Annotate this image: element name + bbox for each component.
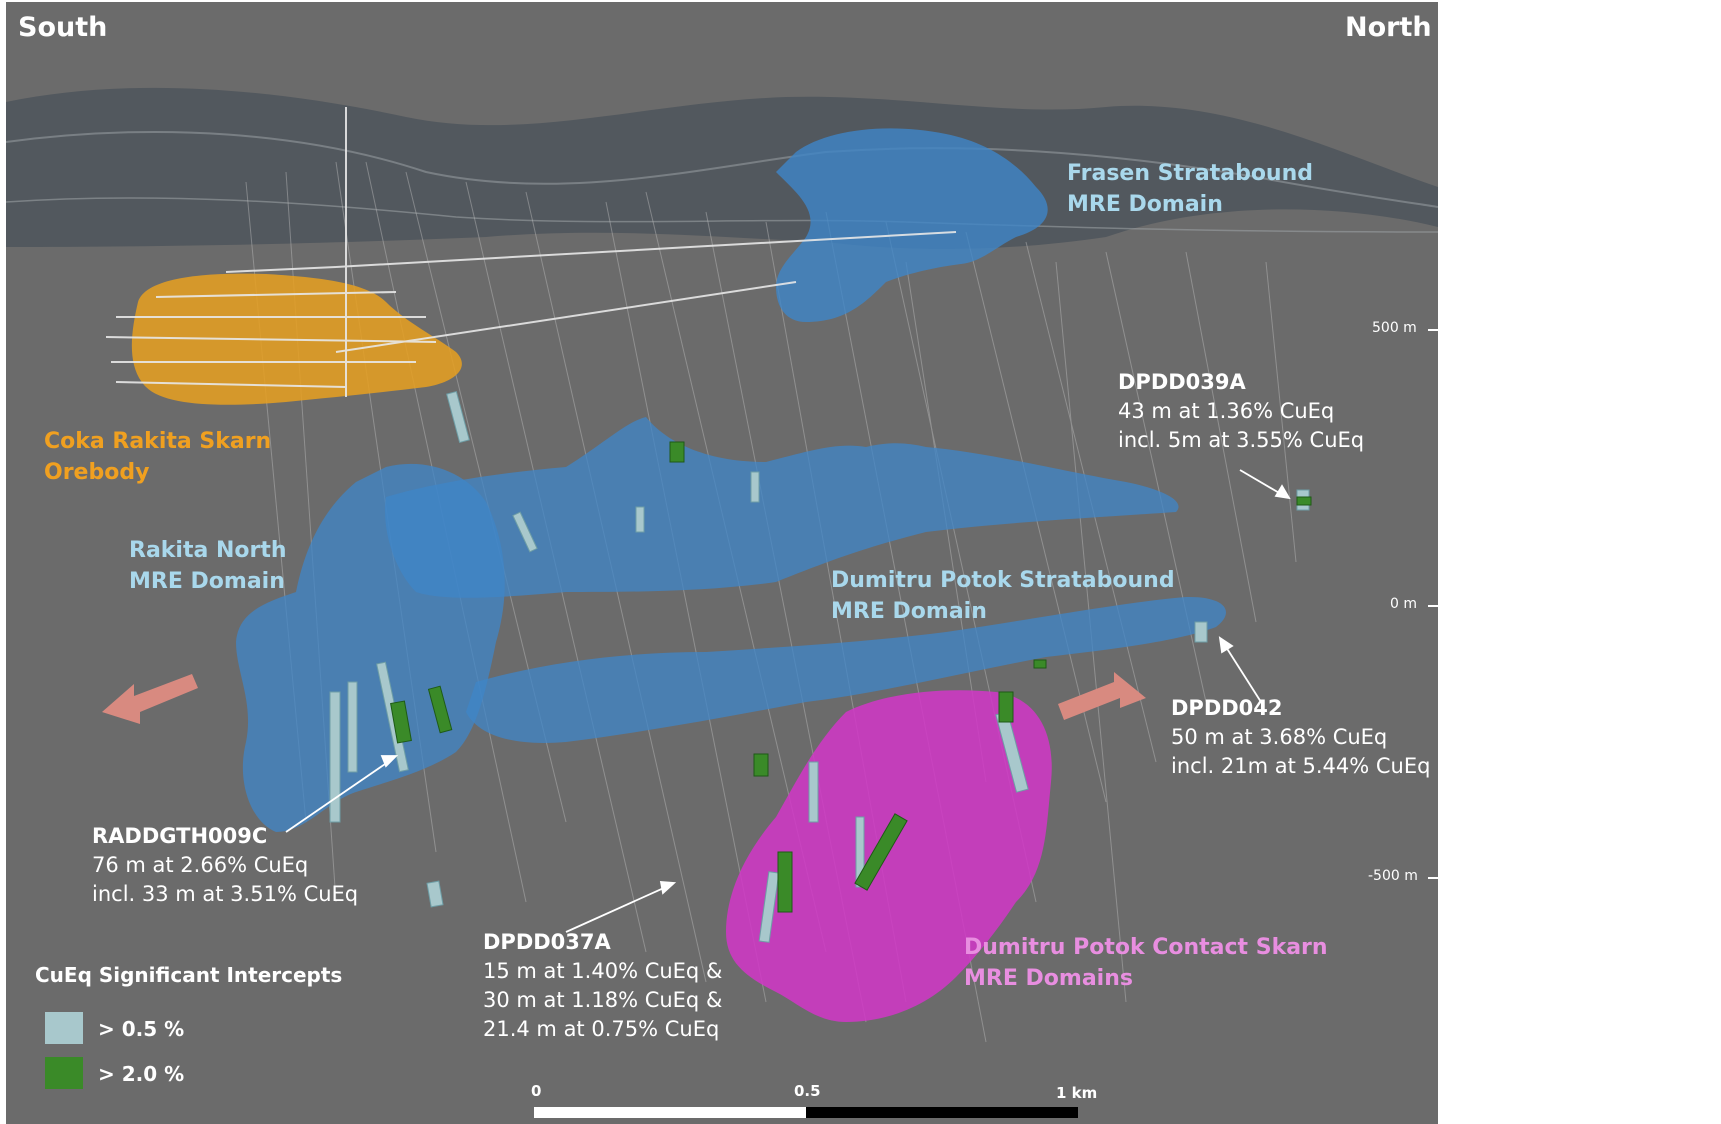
dumitru-skarn-label: Dumitru Potok Contact Skarn MRE Domains <box>964 932 1328 994</box>
dumitru-stratabound-lower <box>466 596 1226 743</box>
dpdd042-line1: 50 m at 3.68% CuEq <box>1171 725 1388 749</box>
dpdd037a-line1: 15 m at 1.40% CuEq & <box>483 959 723 983</box>
dpdd042-pointer <box>1225 646 1262 703</box>
dumitru-skarn-domain-shape <box>726 690 1052 1022</box>
raddgth009c-callout: RADDGTH009C 76 m at 2.66% CuEq incl. 33 … <box>92 822 358 909</box>
raddgth009c-line1: 76 m at 2.66% CuEq <box>92 853 309 877</box>
dpdd037a-callout: DPDD037A 15 m at 1.40% CuEq & 30 m at 1.… <box>483 928 722 1044</box>
rakita-north-label-line1: Rakita North <box>129 538 287 563</box>
scale-tick-0: 0 <box>531 1082 542 1100</box>
coka-label-line2: Orebody <box>44 460 150 485</box>
dpdd037a-line2: 30 m at 1.18% CuEq & <box>483 988 723 1012</box>
rakita-north-label: Rakita North MRE Domain <box>129 535 287 597</box>
dpdd039a-id: DPDD039A <box>1118 370 1246 394</box>
frasen-domain-shape <box>776 128 1048 322</box>
dpdd039a-callout: DPDD039A 43 m at 1.36% CuEq incl. 5m at … <box>1118 368 1364 455</box>
dpdd042-id: DPDD042 <box>1171 696 1283 720</box>
dpdd039a-pointer <box>1239 469 1282 495</box>
dpdd037a-id: DPDD037A <box>483 930 611 954</box>
elevation-minus500-label: -500 m <box>1368 868 1418 884</box>
legend-label-high: > 2.0 % <box>98 1062 185 1086</box>
raddgth009c-id: RADDGTH009C <box>92 824 268 848</box>
scale-tick-1km: 1 km <box>1056 1084 1098 1102</box>
legend-swatch-low <box>45 1012 83 1044</box>
scale-bar-black <box>806 1107 1078 1118</box>
coka-label-line1: Coka Rakita Skarn <box>44 429 272 454</box>
rakita-north-label-line2: MRE Domain <box>129 569 285 594</box>
north-arrow <box>1058 672 1146 720</box>
section-drawing <box>6 87 1438 1118</box>
south-label: South <box>18 12 108 43</box>
coka-rakita-label: Coka Rakita Skarn Orebody <box>44 426 271 488</box>
elevation-500-label: 500 m <box>1372 320 1417 336</box>
dpdd037a-line3: 21.4 m at 0.75% CuEq <box>483 1017 720 1041</box>
dpdd037a-pointer <box>565 886 667 933</box>
cross-section-view: South North Frasen Stratabound MRE Domai… <box>6 2 1438 1124</box>
dpdd039a-line2: incl. 5m at 3.55% CuEq <box>1118 428 1365 452</box>
dumitru-skarn-label-line1: Dumitru Potok Contact Skarn <box>964 935 1328 960</box>
legend-label-low: > 0.5 % <box>98 1017 185 1041</box>
elevation-0-label: 0 m <box>1390 596 1417 612</box>
south-arrow <box>102 674 198 724</box>
scale-tick-half: 0.5 <box>794 1082 821 1100</box>
legend-swatch-high <box>45 1057 83 1089</box>
dpdd042-callout: DPDD042 50 m at 3.68% CuEq incl. 21m at … <box>1171 694 1430 781</box>
scale-bar-white <box>534 1107 806 1118</box>
dumitru-strat-label-line1: Dumitru Potok Stratabound <box>831 568 1175 593</box>
raddgth009c-line2: incl. 33 m at 3.51% CuEq <box>92 882 359 906</box>
dumitru-strat-label-line2: MRE Domain <box>831 599 987 624</box>
dpdd042-line2: incl. 21m at 5.44% CuEq <box>1171 754 1431 778</box>
frasen-label-line1: Frasen Stratabound <box>1067 161 1314 186</box>
dumitru-stratabound-upper <box>385 417 1179 598</box>
dpdd039a-line1: 43 m at 1.36% CuEq <box>1118 399 1335 423</box>
legend-title: CuEq Significant Intercepts <box>35 963 343 987</box>
dumitru-skarn-label-line2: MRE Domains <box>964 966 1133 991</box>
frasen-label-line2: MRE Domain <box>1067 192 1223 217</box>
raddgth009c-pointer <box>285 761 389 833</box>
frasen-domain-label: Frasen Stratabound MRE Domain <box>1067 158 1313 220</box>
north-label: North <box>1345 12 1432 43</box>
dumitru-stratabound-label: Dumitru Potok Stratabound MRE Domain <box>831 565 1175 627</box>
